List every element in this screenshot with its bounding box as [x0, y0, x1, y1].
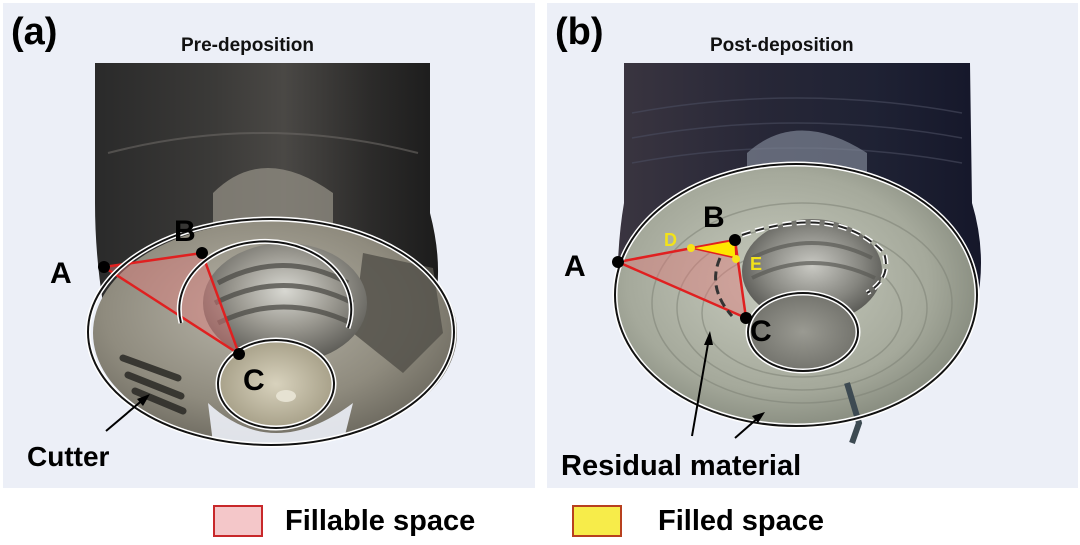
point-c-marker: [233, 348, 245, 360]
residual-arrow-2: [734, 416, 760, 439]
panel-a-letter: (a): [11, 11, 58, 53]
point-a-label: A: [50, 257, 72, 290]
cutter-arrow: [105, 397, 146, 432]
residual-material-label: Residual material: [561, 450, 801, 482]
tip-outline: [747, 292, 859, 372]
residual-arrowhead-2: [752, 412, 765, 423]
point-c-label: C: [243, 364, 265, 397]
point-b-marker: [729, 234, 741, 246]
point-d-label: D: [664, 230, 677, 250]
fillable-label: Fillable space: [285, 504, 476, 537]
filled-label: Filled space: [658, 504, 825, 537]
fillable-swatch: [213, 505, 263, 537]
panel-a-title: Pre-deposition: [181, 35, 315, 56]
cutter-arrowhead: [137, 394, 150, 406]
point-e-marker: [732, 255, 740, 263]
point-d-marker: [687, 244, 695, 252]
post-deposition-photo: A B C D E Residual material: [561, 63, 981, 482]
residual-arrow-1: [691, 337, 710, 437]
bore-outline: [178, 240, 353, 329]
point-a-label: A: [564, 250, 586, 283]
point-e-label: E: [750, 254, 762, 274]
panel-post-deposition: A B C D E Residual material (b) Post-dep…: [547, 3, 1078, 488]
outer-outline: [87, 218, 455, 446]
point-a-marker: [98, 261, 110, 273]
panel-pre-deposition: A B C Cutter (a) Pre-deposition: [3, 3, 535, 488]
inner-dashed-arc: [714, 257, 734, 317]
point-a-marker: [612, 256, 624, 268]
filled-swatch: [572, 505, 622, 537]
point-b-label: B: [703, 201, 725, 234]
point-c-marker: [740, 312, 752, 324]
pre-deposition-photo: A B C Cutter: [27, 63, 457, 472]
fillable-triangle-abc: [613, 238, 748, 321]
tip-outline: [217, 339, 335, 429]
panel-b-title: Post-deposition: [710, 35, 854, 56]
outer-outline: [614, 163, 978, 427]
legend-item-fillable: Fillable space: [213, 503, 475, 539]
fillable-triangle-abc: [100, 251, 242, 358]
point-c-label: C: [750, 315, 772, 348]
residual-arrowhead-1: [704, 331, 713, 345]
cutter-label: Cutter: [27, 441, 110, 472]
point-b-label: B: [174, 215, 196, 248]
deposit-boundary-dashed: [741, 221, 887, 294]
point-b-marker: [196, 247, 208, 259]
cutter-grooves: [119, 354, 187, 415]
filled-region-dbe: [690, 239, 737, 259]
panel-b-letter: (b): [555, 11, 604, 53]
legend-item-filled: Filled space: [572, 503, 824, 539]
